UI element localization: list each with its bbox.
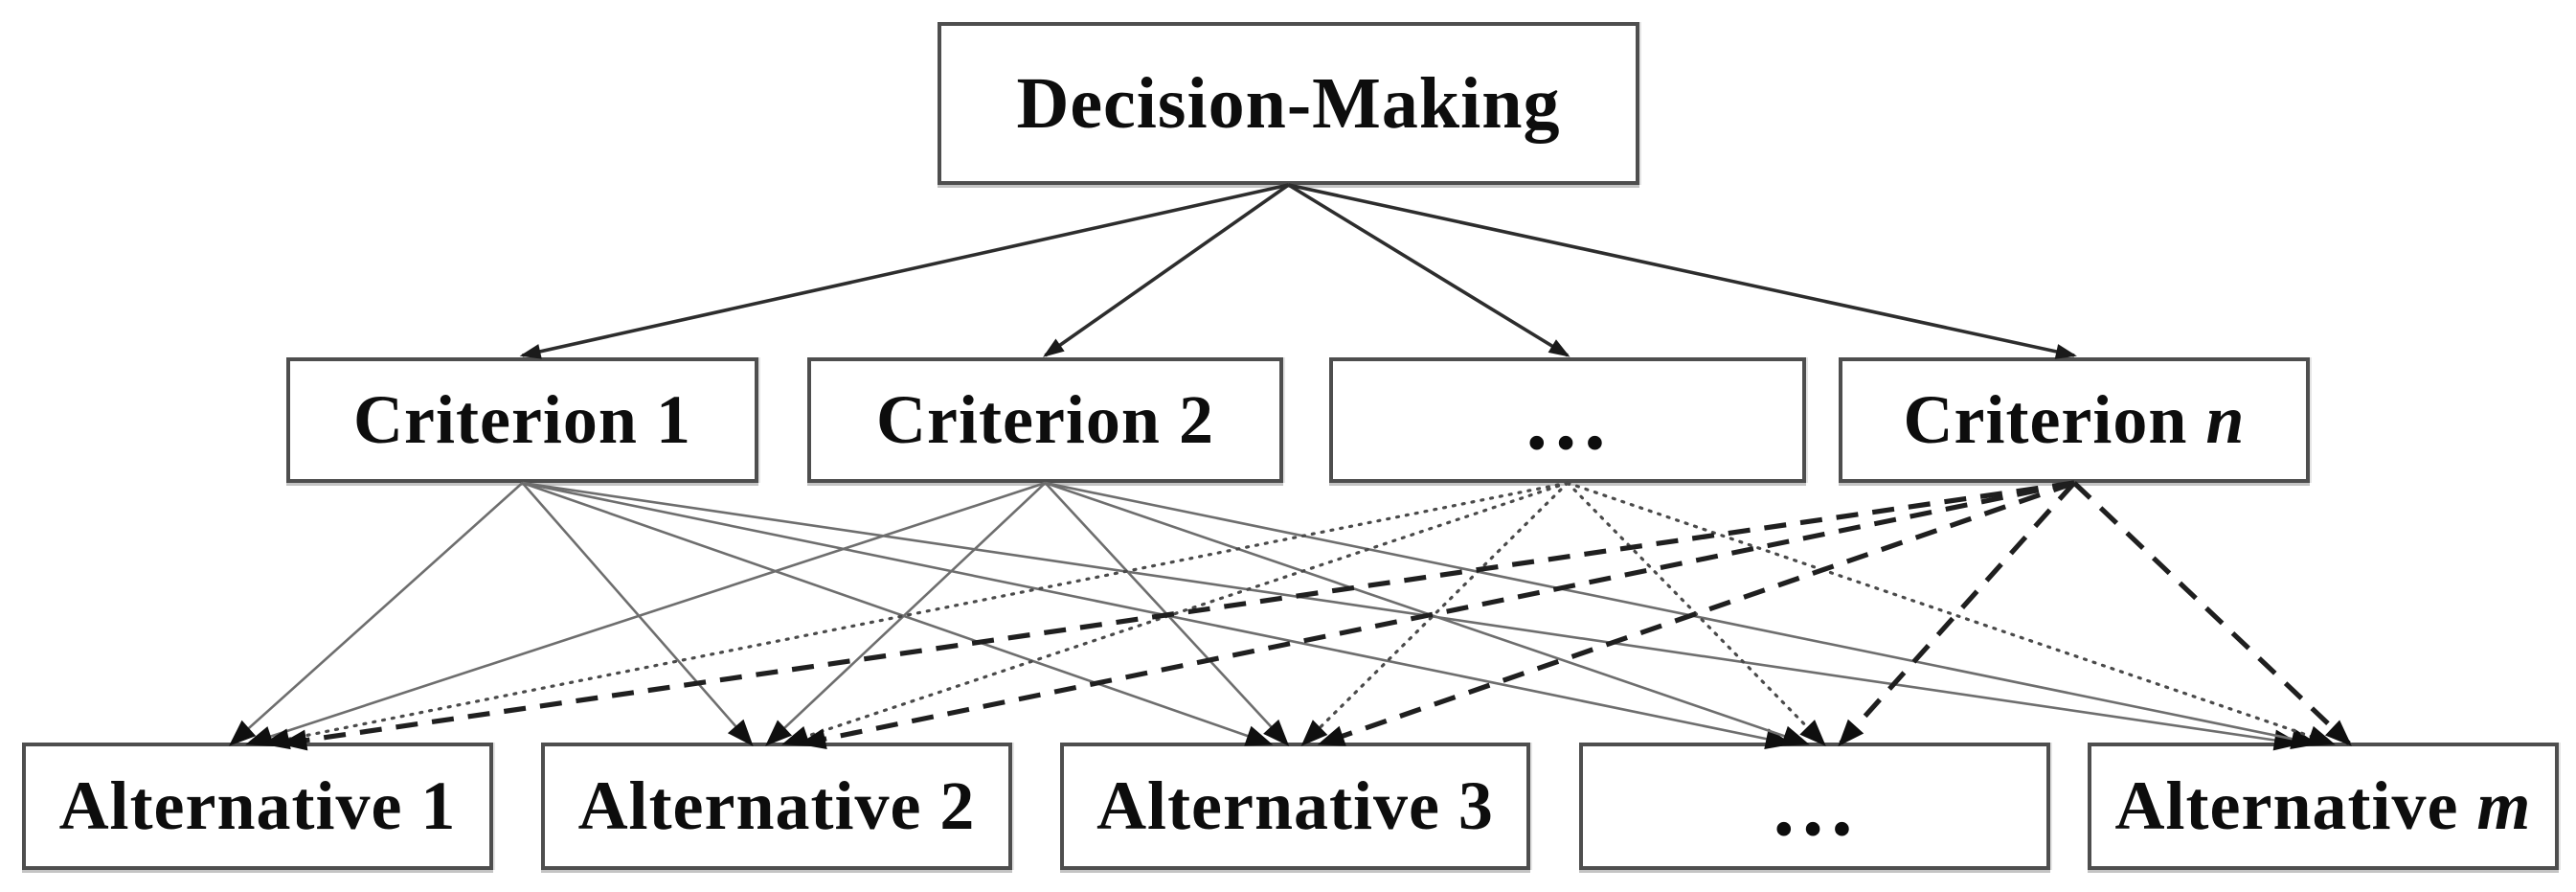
node-alternative-3-label: Alternative 3 bbox=[1096, 767, 1494, 844]
node-criterion-1: Criterion 1 bbox=[286, 357, 758, 483]
node-criterion-2-label: Criterion 2 bbox=[876, 381, 1214, 458]
node-alternative-2: Alternative 2 bbox=[541, 743, 1012, 870]
node-alternative-1: Alternative 1 bbox=[22, 743, 493, 870]
node-alternative-ellipsis-label: … bbox=[1770, 759, 1860, 854]
node-decision-making: Decision-Making bbox=[938, 22, 1639, 185]
node-criterion-2: Criterion 2 bbox=[807, 357, 1283, 483]
node-criterion-ellipsis-label: … bbox=[1523, 373, 1613, 468]
node-alternative-m: Alternative m bbox=[2088, 743, 2559, 870]
node-criterion-1-label: Criterion 1 bbox=[353, 381, 691, 458]
node-alternative-3: Alternative 3 bbox=[1060, 743, 1530, 870]
node-alternative-ellipsis: … bbox=[1579, 743, 2050, 870]
node-alternative-m-label: Alternative bbox=[2114, 767, 2477, 844]
node-alternative-m-suffix: m bbox=[2476, 767, 2532, 844]
node-alternative-2-label: Alternative 2 bbox=[577, 767, 976, 844]
node-criterion-n: Criterion n bbox=[1839, 357, 2310, 483]
node-criterion-n-suffix: n bbox=[2205, 381, 2246, 458]
node-decision-making-label: Decision-Making bbox=[1016, 62, 1561, 144]
node-criterion-n-label: Criterion bbox=[1903, 381, 2206, 458]
node-alternative-1-label: Alternative 1 bbox=[58, 767, 457, 844]
node-criterion-ellipsis: … bbox=[1329, 357, 1806, 483]
